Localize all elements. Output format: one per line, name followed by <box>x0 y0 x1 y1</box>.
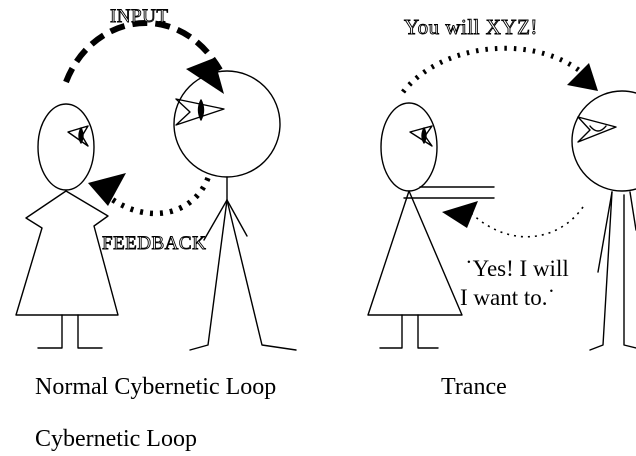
input-label: INPUT <box>110 6 168 27</box>
left-person-head <box>37 103 95 191</box>
left-person-right-leg <box>77 314 103 349</box>
normal-loop-caption: Normal Cybernetic Loop <box>35 374 276 400</box>
right-person-left-leg <box>189 199 228 351</box>
hypnotist-eye <box>577 116 617 143</box>
trance-subject-left-leg <box>379 314 403 349</box>
input-arc <box>63 20 223 84</box>
reply-text-line1: ˙Yes! I will <box>465 256 569 281</box>
command-arrowhead <box>567 63 598 91</box>
trance-subject-right-leg <box>417 314 439 349</box>
hypnotist-closed-eye <box>589 125 607 132</box>
feedback-arrowhead <box>88 173 126 206</box>
left-person-pupil <box>78 127 84 144</box>
right-person-arm <box>203 199 228 241</box>
trance-subject-head <box>380 102 438 192</box>
hypnotist-arm <box>597 191 613 273</box>
right-person-figure <box>173 70 297 351</box>
trance-caption: Trance <box>441 374 507 400</box>
left-person-figure <box>15 103 119 349</box>
trance-subject-pupil <box>421 127 427 144</box>
right-person-eye <box>175 98 225 126</box>
hypnotist-head <box>571 90 636 192</box>
reply-arc <box>471 206 584 238</box>
feedback-label: FEEDBACK <box>102 233 206 254</box>
cybernetic-loop-caption: Cybernetic Loop <box>35 426 197 452</box>
reply-text-line2: I want to.˙ <box>460 285 555 310</box>
left-person-dress <box>15 190 119 316</box>
command-arc <box>401 45 588 94</box>
trance-subject-eye <box>409 125 433 147</box>
input-arrowhead <box>186 58 224 94</box>
left-person-eye <box>67 125 89 147</box>
right-person-right-leg <box>226 199 297 351</box>
hypnotist-leg <box>589 191 613 351</box>
reply-arrowhead <box>442 201 478 228</box>
command-text: You will XYZ! <box>404 15 538 39</box>
right-person-head <box>173 70 281 178</box>
feedback-arc <box>108 176 211 217</box>
left-person-left-leg <box>37 314 63 349</box>
hypnotist-figure <box>571 90 636 351</box>
right-person-pupil <box>197 99 205 121</box>
trance-subject-figure <box>367 102 495 349</box>
trance-subject-dress <box>367 190 463 316</box>
